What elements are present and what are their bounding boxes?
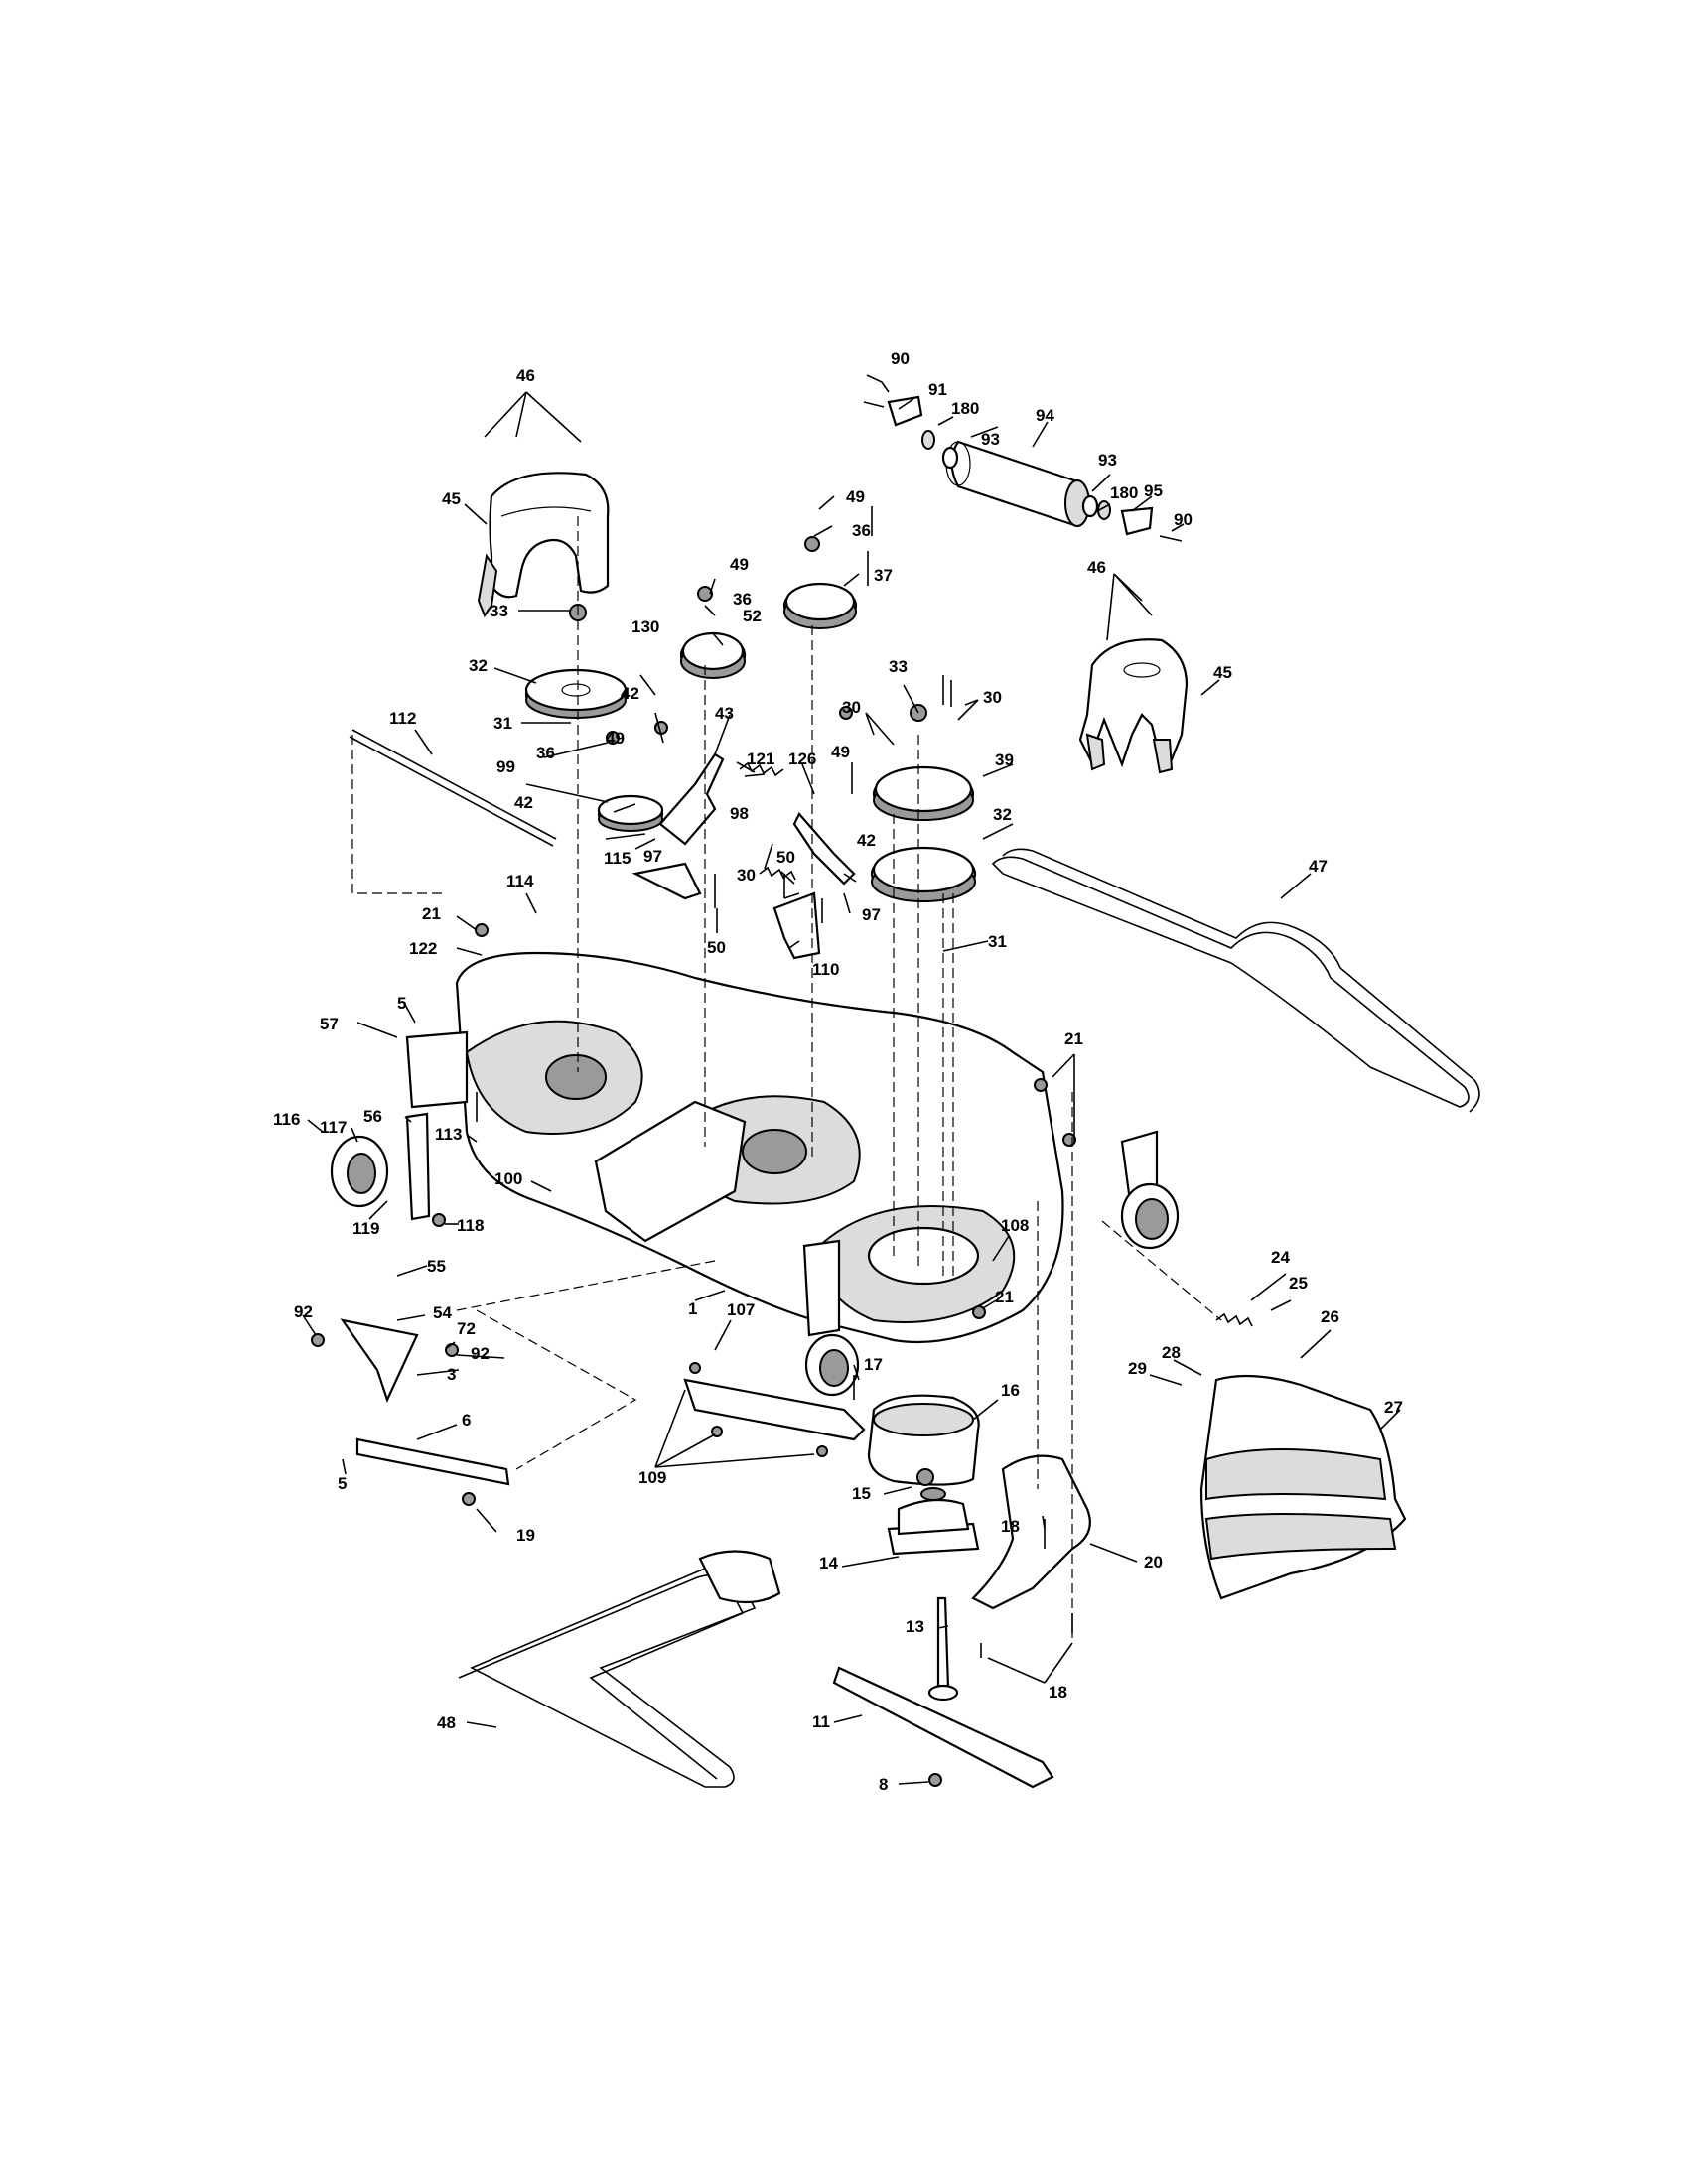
callout-118: 118 (457, 1216, 484, 1235)
callout-114: 114 (506, 872, 534, 890)
callout-97: 97 (862, 905, 881, 924)
callout-56: 56 (363, 1107, 382, 1126)
callout-27: 27 (1384, 1398, 1403, 1417)
callout-49: 49 (831, 743, 850, 761)
callout-21: 21 (995, 1288, 1014, 1306)
callout-21: 21 (1064, 1029, 1083, 1048)
part-callouts: 46 45 33 32 31 36 49 99 42 97 115 130 42… (273, 349, 1403, 1794)
callout-31: 31 (493, 714, 512, 733)
callout-109: 109 (638, 1468, 666, 1487)
callout-95: 95 (1144, 481, 1163, 500)
callout-29: 29 (1128, 1359, 1147, 1378)
callout-36: 36 (852, 521, 871, 540)
callout-49: 49 (730, 555, 749, 574)
callout-17: 17 (864, 1355, 883, 1374)
callout-116: 116 (273, 1110, 300, 1129)
callout-122: 122 (409, 939, 437, 958)
callout-46: 46 (516, 366, 535, 385)
callout-13: 13 (906, 1617, 924, 1636)
callout-33: 33 (889, 657, 908, 676)
callout-115: 115 (604, 849, 631, 868)
callout-16: 16 (1001, 1381, 1020, 1400)
callout-43: 43 (715, 704, 734, 723)
callout-8: 8 (879, 1775, 888, 1794)
callout-25: 25 (1289, 1274, 1308, 1293)
callout-180: 180 (951, 399, 979, 418)
callout-93: 93 (981, 430, 1000, 449)
callout-33: 33 (490, 602, 508, 620)
callout-1: 1 (688, 1299, 697, 1318)
callout-99: 99 (496, 757, 515, 776)
callout-119: 119 (352, 1219, 379, 1238)
callout-21: 21 (422, 904, 441, 923)
callout-6: 6 (462, 1411, 471, 1430)
callout-93: 93 (1098, 451, 1117, 470)
callout-49: 49 (846, 487, 865, 506)
callout-45: 45 (1213, 663, 1232, 682)
callout-108: 108 (1001, 1216, 1029, 1235)
callout-110: 110 (812, 960, 839, 979)
callout-57: 57 (320, 1015, 339, 1033)
callout-30: 30 (842, 698, 861, 717)
callout-92: 92 (471, 1344, 490, 1363)
callout-26: 26 (1321, 1307, 1339, 1326)
callout-36: 36 (733, 590, 752, 609)
callout-32: 32 (469, 656, 488, 675)
callout-121: 121 (747, 750, 774, 768)
callout-46: 46 (1087, 558, 1106, 577)
callout-126: 126 (788, 750, 816, 768)
callout-15: 15 (852, 1484, 871, 1503)
callout-49: 49 (606, 729, 625, 748)
callout-55: 55 (427, 1257, 446, 1276)
callout-30: 30 (737, 866, 756, 885)
callout-94: 94 (1036, 406, 1054, 425)
callout-30: 30 (983, 688, 1002, 707)
leader-lines (302, 374, 1401, 1785)
callout-90: 90 (1174, 510, 1193, 529)
callout-5: 5 (338, 1474, 347, 1493)
callout-72: 72 (457, 1319, 476, 1338)
callout-24: 24 (1271, 1248, 1290, 1267)
callout-97: 97 (643, 847, 662, 866)
callout-14: 14 (819, 1554, 838, 1572)
callout-50: 50 (776, 848, 795, 867)
callout-19: 19 (516, 1526, 535, 1545)
callout-20: 20 (1144, 1553, 1163, 1571)
callout-130: 130 (632, 617, 659, 636)
callout-47: 47 (1309, 857, 1328, 876)
callout-42: 42 (621, 684, 639, 703)
callout-18: 18 (1049, 1683, 1067, 1702)
callout-5: 5 (397, 994, 406, 1013)
callout-92: 92 (294, 1302, 313, 1321)
callout-31: 31 (988, 932, 1007, 951)
callout-107: 107 (727, 1300, 755, 1319)
drawing-artwork (311, 395, 1480, 1789)
callout-98: 98 (730, 804, 749, 823)
callout-3: 3 (447, 1365, 456, 1384)
callout-36: 36 (536, 744, 555, 762)
callout-50: 50 (707, 938, 726, 957)
callout-52: 52 (743, 607, 762, 625)
callout-18: 18 (1001, 1517, 1020, 1536)
callout-11: 11 (812, 1712, 830, 1731)
callout-117: 117 (320, 1118, 347, 1137)
callout-42: 42 (514, 793, 533, 812)
callout-37: 37 (874, 566, 893, 585)
callout-112: 112 (389, 709, 416, 728)
callout-180: 180 (1110, 483, 1138, 502)
callout-54: 54 (433, 1303, 452, 1322)
callout-113: 113 (435, 1125, 462, 1144)
callout-32: 32 (993, 805, 1012, 824)
callout-42: 42 (857, 831, 876, 850)
callout-39: 39 (995, 751, 1014, 769)
callout-45: 45 (442, 489, 461, 508)
callout-48: 48 (437, 1713, 456, 1732)
callout-100: 100 (494, 1169, 522, 1188)
callout-90: 90 (891, 349, 910, 368)
callout-91: 91 (928, 380, 947, 399)
callout-28: 28 (1162, 1343, 1181, 1362)
